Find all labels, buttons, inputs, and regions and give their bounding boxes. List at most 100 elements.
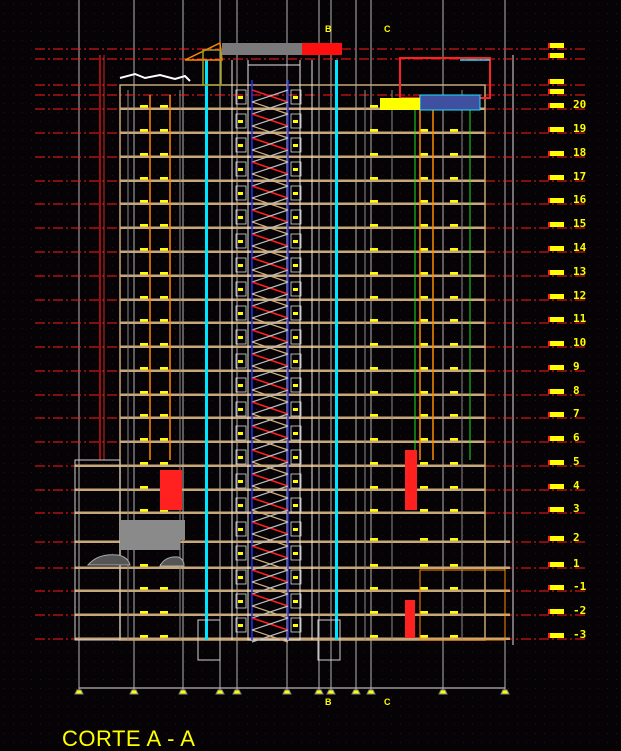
level-number-label: 16 — [573, 193, 587, 206]
car-icon — [86, 554, 131, 566]
furniture-mark — [420, 438, 428, 441]
stair-flight-grey — [251, 257, 289, 271]
marker — [238, 432, 243, 435]
floor-slab — [120, 179, 485, 182]
stair-flight-grey — [251, 161, 289, 175]
furniture-mark — [370, 438, 378, 441]
marker — [238, 576, 243, 579]
level-elevation-marker — [548, 222, 564, 227]
marker — [293, 288, 298, 291]
level-elevation-marker — [548, 536, 564, 541]
level-elevation-marker — [548, 507, 564, 512]
level-number-label: 14 — [573, 241, 587, 254]
furniture-mark — [160, 462, 168, 465]
floor-slab — [75, 566, 510, 569]
elevator-door — [235, 569, 247, 585]
level-number-label: 4 — [573, 479, 580, 492]
marker — [293, 576, 298, 579]
furniture-mark — [450, 438, 458, 441]
grid-bubble-top: C — [384, 24, 391, 34]
elevator-door — [290, 233, 302, 249]
marker — [238, 240, 243, 243]
stair-flight-grey — [251, 545, 289, 559]
marker — [238, 408, 243, 411]
elevator-door — [235, 353, 247, 369]
furniture-mark — [140, 564, 148, 567]
marker — [293, 624, 298, 627]
furniture-mark — [140, 153, 148, 156]
level-number-label: 6 — [573, 431, 580, 444]
floor-slab — [120, 155, 485, 158]
elevator-door — [290, 569, 302, 585]
level-elevation-marker — [548, 633, 564, 638]
marker — [238, 528, 243, 531]
furniture-mark — [140, 611, 148, 614]
floor-slab — [120, 440, 485, 443]
furniture-mark — [370, 462, 378, 465]
marker — [293, 480, 298, 483]
furniture-mark — [420, 343, 428, 346]
elevator-door — [235, 449, 247, 465]
roof-red-element — [302, 43, 342, 55]
furniture-mark — [140, 367, 148, 370]
level-elevation-marker — [548, 365, 564, 370]
stair-flight-grey — [251, 365, 289, 379]
floor-slab — [75, 613, 510, 616]
basement-rooms — [419, 569, 506, 641]
furniture-mark — [370, 564, 378, 567]
elevator-door — [290, 281, 302, 297]
furniture-mark — [450, 462, 458, 465]
stair-flight-grey — [251, 569, 289, 583]
floor-slab — [75, 488, 485, 491]
elevator-door — [235, 617, 247, 633]
level-number-label: -1 — [573, 580, 587, 593]
stair-flight-grey — [251, 269, 289, 283]
elevator-door — [235, 233, 247, 249]
shaft-line — [335, 60, 338, 640]
marker — [238, 120, 243, 123]
furniture-mark — [370, 343, 378, 346]
level-number-label: 19 — [573, 122, 587, 135]
stair-flight-grey — [251, 113, 289, 127]
furniture-mark — [370, 200, 378, 203]
furniture-mark — [160, 438, 168, 441]
axis-marker-icon — [366, 689, 376, 695]
furniture-mark — [160, 272, 168, 275]
furniture-mark — [140, 587, 148, 590]
furniture-mark — [160, 343, 168, 346]
stair-flight-grey — [251, 557, 289, 571]
elevator-door — [235, 425, 247, 441]
stair-flight-grey — [251, 233, 289, 247]
furniture-mark — [420, 391, 428, 394]
furniture-mark — [160, 509, 168, 512]
furniture-mark — [450, 177, 458, 180]
stair-flight-grey — [251, 629, 289, 643]
level-number-label: 10 — [573, 336, 587, 349]
floor-slab — [120, 369, 485, 372]
furniture-mark — [450, 319, 458, 322]
elevator-door — [235, 113, 247, 129]
furniture-mark — [420, 296, 428, 299]
marker — [238, 192, 243, 195]
stair-flight-grey — [251, 533, 289, 547]
grid-bubble-top: B — [325, 24, 332, 34]
axis-marker-icon — [314, 689, 324, 695]
roof-slab — [222, 43, 302, 55]
elevator-door — [290, 137, 302, 153]
marker — [238, 504, 243, 507]
furniture-mark — [140, 462, 148, 465]
elevator-door — [290, 377, 302, 393]
furniture-mark — [450, 200, 458, 203]
furniture-mark — [140, 177, 148, 180]
floor-slab — [120, 416, 485, 419]
furniture-mark — [140, 296, 148, 299]
furniture-mark — [370, 635, 378, 638]
level-elevation-marker — [548, 341, 564, 346]
furniture-mark — [420, 486, 428, 489]
level-number-label: 2 — [573, 531, 580, 544]
marker — [293, 360, 298, 363]
axis-marker-icon — [326, 689, 336, 695]
marker — [293, 336, 298, 339]
floor-slab — [75, 637, 510, 640]
